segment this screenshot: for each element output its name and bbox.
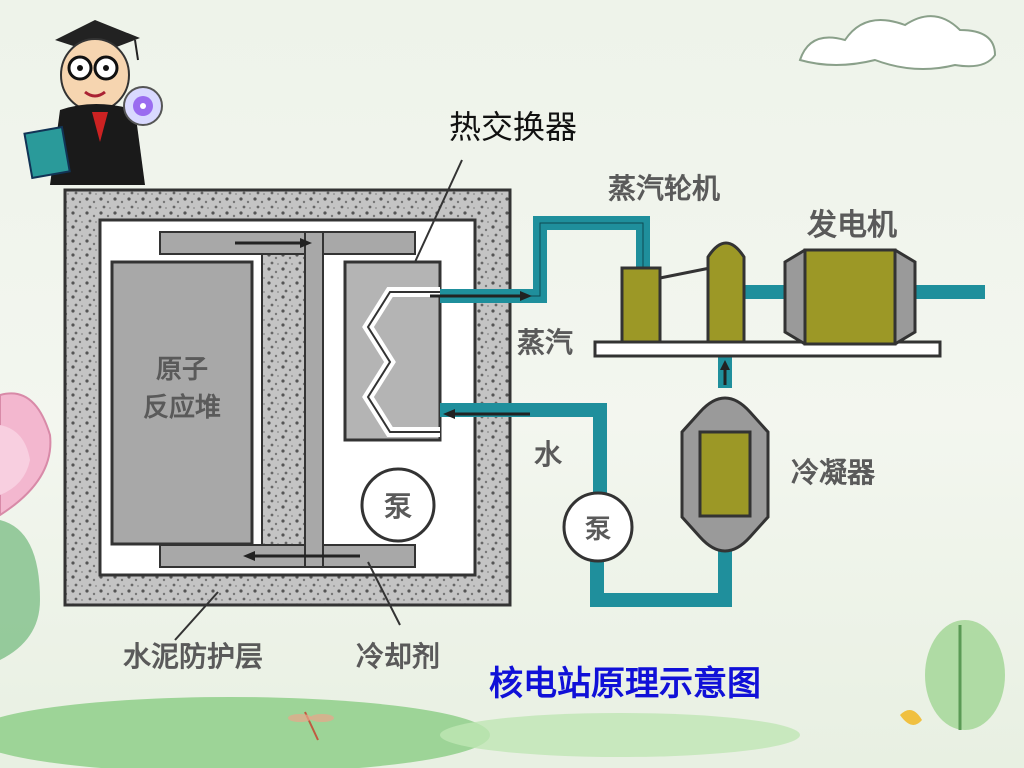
- water-label: 水: [534, 438, 563, 471]
- reactor-core: 原子 反应堆: [110, 260, 254, 546]
- pump-right-label: 泵: [585, 515, 611, 545]
- generator: [783, 248, 917, 346]
- teacher-cartoon: [23, 20, 163, 185]
- heat-exchanger-label: 热交换器: [449, 108, 577, 146]
- reactor-label-line2: 反应堆: [143, 392, 221, 423]
- steam-label: 蒸汽: [517, 326, 573, 359]
- dragonfly-decoration: [288, 711, 334, 741]
- pump-left: 泵: [360, 467, 436, 543]
- concrete-leader-line: [174, 591, 219, 641]
- steam-turbine: [620, 241, 746, 344]
- heat-exchanger: [343, 159, 463, 442]
- condenser-label: 冷凝器: [791, 456, 876, 489]
- cloud-decoration: [798, 15, 997, 70]
- reactor-label-line1: 原子: [156, 355, 208, 385]
- concrete-shield-label: 水泥防护层: [123, 640, 263, 673]
- pump-right: 泵: [562, 491, 634, 563]
- condenser: [680, 396, 770, 553]
- generator-label: 发电机: [806, 208, 897, 243]
- steam-turbine-label: 蒸汽轮机: [608, 172, 720, 205]
- primary-coolant-loop: [159, 231, 416, 568]
- coolant-label: 冷却剂: [356, 640, 440, 673]
- diagram-title: 核电站原理示意图: [489, 664, 761, 704]
- lotus-leaf-decoration: [0, 620, 1005, 768]
- coolant-leader-line: [367, 561, 401, 626]
- lotus-flower-decoration: [0, 392, 52, 660]
- pump-left-label: 泵: [384, 490, 412, 523]
